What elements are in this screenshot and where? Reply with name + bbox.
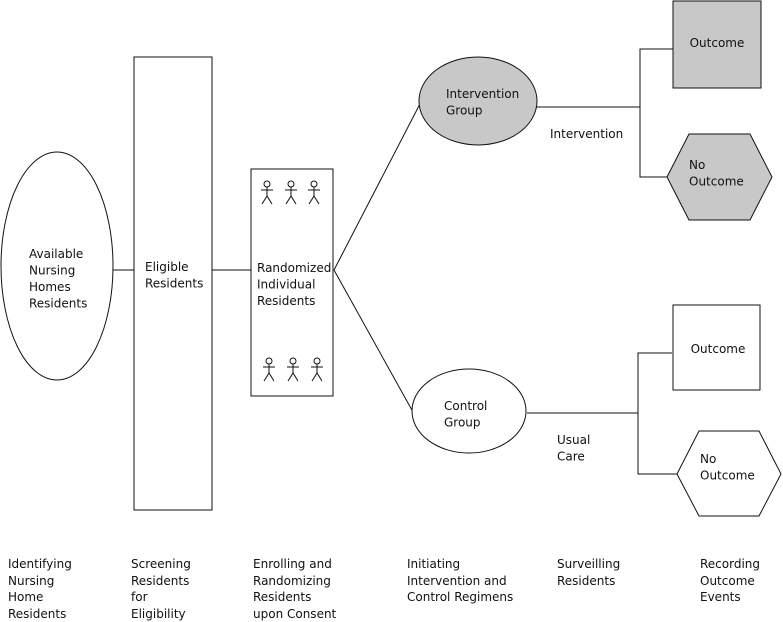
label-line: Intervention	[550, 127, 623, 141]
intervention-edge-label: Intervention	[550, 127, 623, 141]
label-line: Outcome	[690, 36, 745, 50]
stage-screening: Screening Residents for Eligibility	[131, 557, 191, 621]
intervention-outcome-label: Outcome	[690, 36, 745, 50]
label-line: No	[700, 452, 716, 466]
intervention-group-ellipse	[418, 56, 538, 146]
stage-enrolling: Enrolling and Randomizing Residents upon…	[253, 557, 337, 621]
label-line: Nursing	[29, 264, 75, 278]
control-group-ellipse	[411, 368, 527, 454]
label-line: Control	[444, 399, 487, 413]
label-line: Outcome	[700, 469, 755, 483]
stage-surveilling: Surveilling Residents	[557, 557, 621, 588]
stage-recording: Recording Outcome Events	[700, 557, 761, 604]
control-no-outcome-hexagon	[676, 430, 782, 517]
connector-randomized-control	[333, 269, 414, 413]
control-outcome-box	[672, 304, 761, 391]
bracket-control-outcomes	[637, 352, 677, 475]
label-line: Usual	[557, 433, 590, 447]
label-line: Care	[557, 450, 585, 464]
available-residents-ellipse	[0, 151, 114, 381]
label-line: Residents	[145, 277, 203, 291]
connector-lines	[112, 48, 677, 475]
intervention-no-outcome-hexagon	[666, 133, 773, 221]
label-line: Available	[29, 247, 83, 261]
stage-initiating: Initiating Intervention and Control Regi…	[407, 557, 514, 604]
control-outcome-label: Outcome	[691, 342, 746, 356]
label-line: Homes	[29, 280, 71, 294]
label-line: Eligible	[145, 260, 189, 274]
label-line: Individual	[257, 278, 315, 292]
label-line: Group	[446, 104, 483, 118]
eligible-residents-box	[133, 56, 213, 511]
bracket-intervention-outcomes	[639, 48, 673, 178]
connector-randomized-intervention	[333, 99, 423, 271]
label-line: Outcome	[689, 175, 744, 189]
label-line: No	[689, 158, 705, 172]
label-line: Outcome	[691, 342, 746, 356]
label-line: Randomized	[257, 261, 331, 275]
label-line: Intervention	[446, 87, 519, 101]
label-line: Residents	[257, 294, 315, 308]
intervention-outcome-box	[672, 0, 762, 89]
stage-identifying: Identifying Nursing Home Residents	[8, 557, 72, 621]
label-line: Group	[444, 416, 481, 430]
label-line: Residents	[29, 297, 87, 311]
